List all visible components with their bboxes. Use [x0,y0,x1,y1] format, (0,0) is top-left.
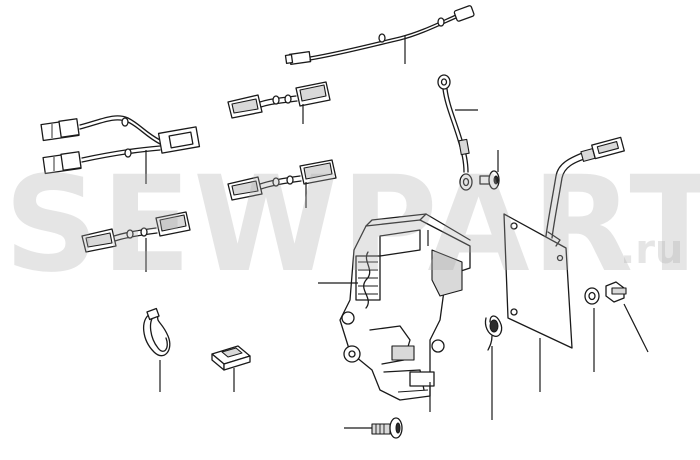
dual-plug-harness [40,115,201,184]
flat-connector-middle [227,159,337,208]
small-flange-screw [479,150,500,190]
washer [584,287,600,372]
circuit-board-with-cable [503,136,625,392]
cable-clip-loop [143,307,171,392]
square-clip [211,345,251,392]
spring-hook [484,315,503,420]
motor-mechanism-housing [318,213,471,412]
bottom-screw [344,417,403,439]
flat-connector-upper [227,81,331,124]
ring-terminal-wire [437,74,478,191]
long-cable-connector [284,5,475,65]
flat-connector-lower [81,211,191,272]
hex-bolt [605,281,649,353]
